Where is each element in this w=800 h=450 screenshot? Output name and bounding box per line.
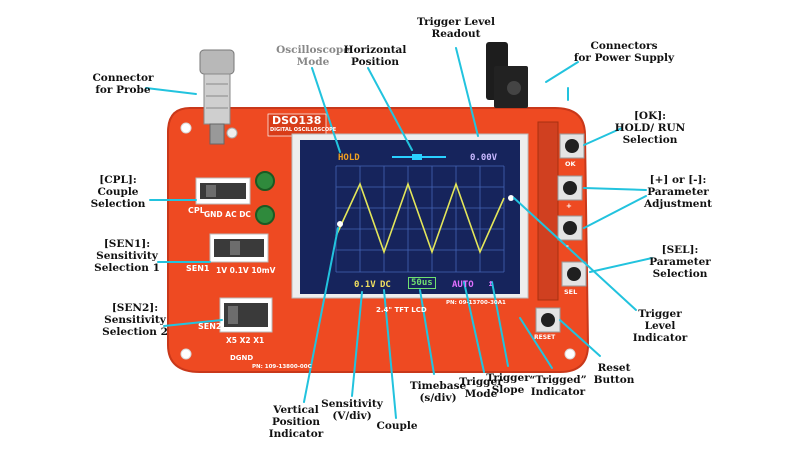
horizontal-position-marker	[412, 154, 422, 160]
power-silk: 9V	[528, 84, 542, 94]
ok-button-shape	[559, 133, 585, 159]
power-connector	[486, 42, 528, 108]
model-subtitle: DIGITAL OSCILLOSCOPE	[270, 127, 337, 133]
test-post-icon	[255, 205, 275, 225]
cpl-options: GND AC DC	[204, 210, 251, 219]
mount-hole	[180, 348, 192, 360]
lcd-mode-readout: HOLD	[338, 153, 360, 163]
label-trigged-indicator: “Trigged”Indicator	[529, 374, 587, 398]
mount-hole	[180, 122, 192, 134]
sel-silk: SEL	[564, 288, 578, 296]
sen1-switch-body	[209, 233, 269, 263]
callout-lines	[145, 47, 653, 419]
trigger-level-indicator	[508, 195, 514, 201]
sen1-options: 1V 0.1V 10mV	[216, 266, 276, 275]
cpl-silk: CPL	[188, 206, 205, 215]
lcd-silk: 2.4" TFT LCD	[376, 306, 427, 314]
label-couple: Couple	[376, 420, 418, 432]
lcd-trigger-slope-icon: ↥	[488, 279, 494, 289]
reset-silk: RESET	[534, 334, 556, 341]
lcd-sensitivity-readout: 0.1V	[354, 280, 376, 290]
pn-top-silk: PN: 09-13700-30A1	[446, 300, 506, 306]
test-post-icon	[255, 171, 275, 191]
bnc-connector	[199, 49, 238, 145]
label-sensitivity: Sensitivity(V/div)	[321, 398, 383, 422]
lcd-trigger-level-readout: 0.00V	[470, 153, 498, 163]
cpl-switch-body	[195, 177, 251, 205]
sen2-silk: SEN2	[198, 322, 222, 331]
minus-silk: -	[566, 242, 569, 250]
sel-button-shape	[561, 261, 587, 287]
plus-silk: +	[566, 202, 572, 210]
lcd-grid	[335, 165, 505, 273]
pin-header	[537, 121, 559, 301]
gnd-silk: DGND	[230, 354, 254, 362]
sen2-options: X5 X2 X1	[226, 336, 265, 345]
reset-button-shape	[535, 307, 561, 333]
model-name: DSO138	[272, 114, 322, 127]
pn-bottom-silk: PN: 109-13800-00C	[252, 364, 312, 370]
lcd-timebase-readout: 50us	[408, 277, 436, 289]
minus-button-shape	[557, 215, 583, 241]
lcd-screen	[300, 140, 520, 294]
label-timebase: Timebase(s/div)	[409, 380, 467, 404]
lcd-couple-readout: DC	[380, 280, 391, 290]
mount-hole	[564, 348, 576, 360]
sen1-silk: SEN1	[186, 264, 210, 273]
lcd-trigger-mode-readout: AUTO	[452, 280, 474, 290]
sen2-switch-body	[219, 297, 273, 333]
signal-trace	[335, 181, 505, 255]
ok-silk: OK	[565, 160, 576, 168]
vertical-position-indicator	[337, 221, 343, 227]
plus-button-shape	[557, 175, 583, 201]
